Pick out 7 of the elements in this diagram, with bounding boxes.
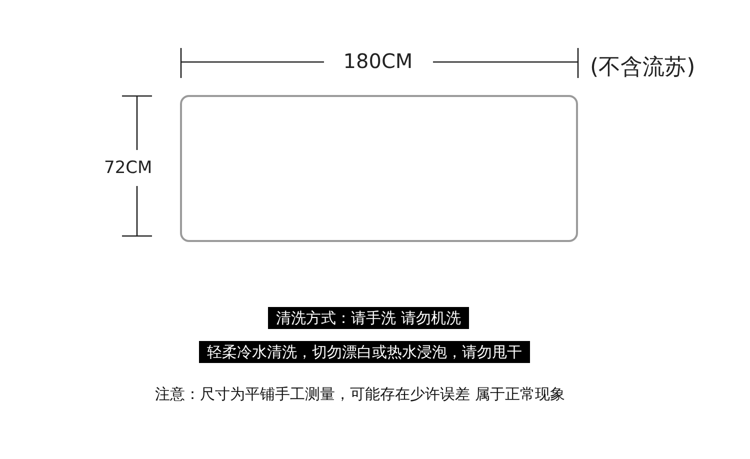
- note-text: 注意：尺寸为平铺手工测量，可能存在少许误差 属于正常现象: [155, 384, 565, 405]
- notice-banner: 清洗方式：请手洗 请勿机洗: [268, 307, 469, 329]
- notice-banner: 轻柔冷水清洗，切勿漂白或热水浸泡，请勿甩干: [199, 341, 530, 363]
- dimension-label: (不含流苏): [590, 54, 696, 82]
- rug-outline: [180, 95, 578, 242]
- dimension-label: 180CM: [342, 48, 414, 75]
- dimension-label: 72CM: [104, 157, 152, 180]
